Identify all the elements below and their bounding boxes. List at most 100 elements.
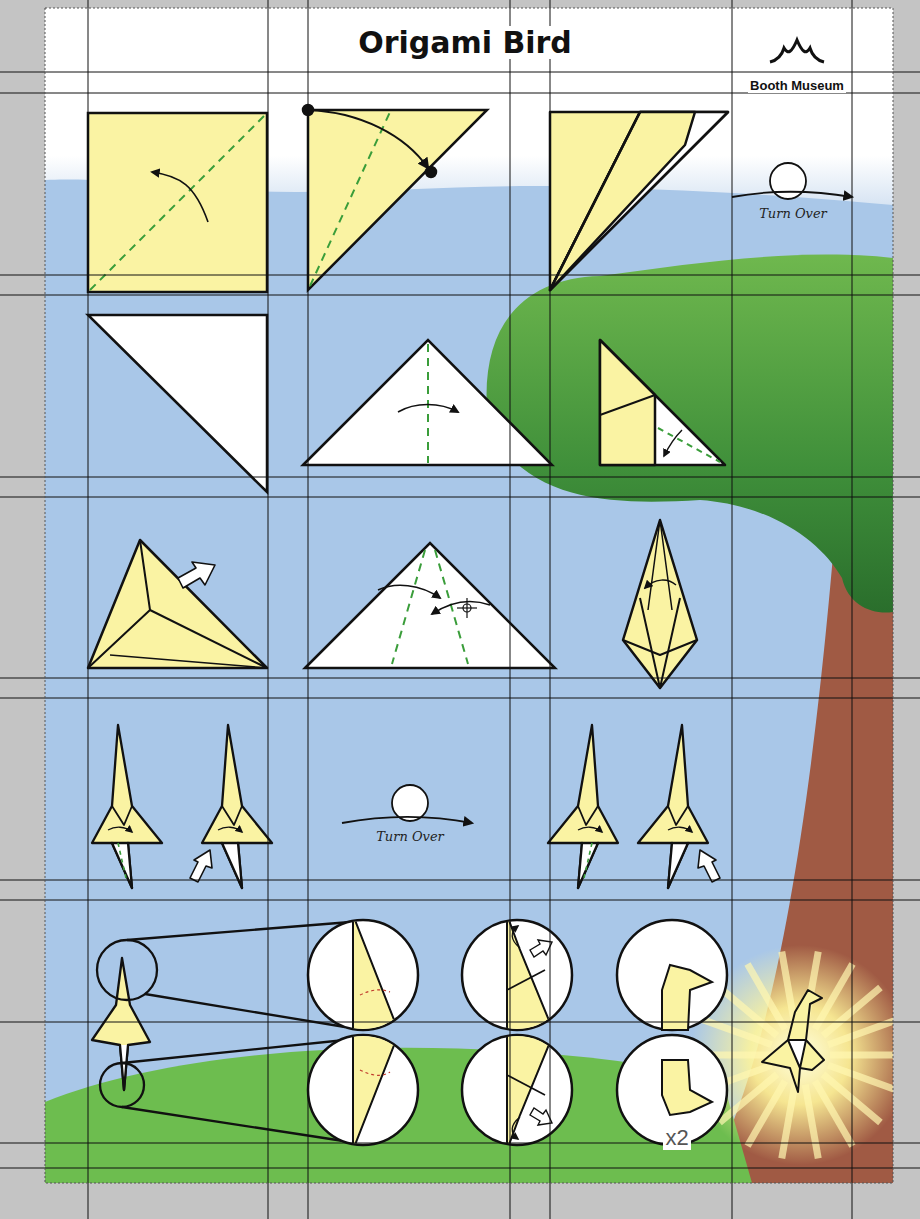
finished-bird-part — [788, 1040, 806, 1068]
step-10-part — [648, 520, 672, 610]
step-2 — [303, 105, 487, 290]
glow-ray — [805, 1085, 818, 1159]
guide-line — [88, 0, 89, 1219]
glow-ray — [815, 1081, 853, 1146]
step-6-part — [398, 405, 458, 413]
step-7 — [600, 340, 725, 465]
museum-name: Booth Museum — [748, 79, 846, 93]
step-11-part — [108, 827, 132, 832]
step-14-part — [668, 843, 688, 888]
step-12-part — [202, 725, 272, 888]
step-8-part — [110, 655, 267, 668]
step-13-part — [578, 827, 602, 832]
step-15-part — [120, 1045, 128, 1090]
glow-ray — [828, 1019, 893, 1045]
step-9-part — [305, 543, 555, 668]
step-13-part — [584, 843, 592, 878]
zoom-circles-part — [353, 1030, 400, 1150]
turn-over-symbol — [342, 785, 472, 823]
guide-line — [550, 0, 551, 1219]
step-14-part — [698, 850, 720, 882]
zoom-circles-part — [507, 1030, 555, 1150]
turn-over-symbol-part — [732, 192, 852, 197]
step-12 — [190, 725, 272, 888]
step-11-part — [112, 843, 132, 888]
zoom-circles-part — [360, 1070, 390, 1075]
turn-over-symbol-part — [342, 817, 472, 823]
zoom-circles-part — [530, 1108, 552, 1125]
finished-bird — [762, 990, 824, 1092]
step-8-part — [88, 540, 267, 668]
turn-over-symbol-part — [392, 785, 428, 821]
page-title: Origami Bird — [354, 26, 576, 59]
zoom-circles-part — [662, 1060, 712, 1115]
step-11-part — [118, 843, 126, 878]
step-6-part — [303, 340, 552, 465]
step-10-part — [645, 580, 676, 588]
zoom-circles-part — [512, 926, 520, 948]
step-13-part — [578, 806, 598, 825]
turn-over-label: Turn Over — [759, 207, 827, 221]
step-10-part — [623, 640, 697, 655]
guide-line — [0, 1143, 920, 1144]
guide-line — [0, 678, 920, 679]
guide-line — [0, 295, 920, 296]
step-5 — [88, 315, 267, 492]
zoom-circles-part — [353, 915, 400, 1035]
step-7-part — [658, 428, 720, 462]
guide-line — [268, 0, 269, 1219]
step-9-part — [432, 602, 490, 614]
guide-line — [0, 1022, 920, 1023]
guide-line — [308, 0, 309, 1219]
step-9-part — [392, 550, 425, 664]
step-1 — [88, 113, 267, 292]
step-3-part — [550, 112, 728, 290]
step-2-part — [308, 110, 428, 168]
zoom-circles-part — [662, 965, 712, 1030]
step-10-part — [640, 598, 680, 688]
step-1-part — [88, 113, 267, 292]
repeat-count: x2 — [663, 1126, 690, 1150]
step-14 — [638, 725, 720, 888]
tree-canopy — [487, 255, 893, 613]
step-8-part — [178, 562, 215, 588]
step-11 — [92, 725, 162, 888]
step-2-part — [426, 167, 436, 177]
step-9 — [305, 543, 555, 668]
step-12-part — [218, 827, 242, 832]
step-9-part — [378, 585, 440, 598]
zoom-circles-part — [507, 1075, 545, 1095]
step-15-part — [97, 940, 157, 1000]
zoom-circles-part — [530, 940, 552, 957]
glow-ray — [782, 1085, 795, 1159]
step-8 — [88, 540, 267, 668]
step-10 — [623, 520, 697, 688]
step-11-part — [92, 725, 162, 888]
guide-line — [732, 0, 733, 1219]
step-14-part — [668, 806, 688, 825]
step-13-part — [578, 843, 598, 888]
guide-line — [0, 1168, 920, 1169]
glow-ray — [830, 1052, 893, 1059]
step-2-part — [308, 110, 487, 290]
step-9-part-part — [457, 607, 477, 608]
background — [45, 8, 893, 1183]
step-7-part — [600, 340, 655, 465]
step-15-part — [122, 1040, 345, 1063]
step-15-part — [100, 1063, 144, 1107]
page-frame — [45, 8, 893, 1183]
step-15-part — [92, 958, 150, 1090]
guide-line — [0, 477, 920, 478]
finished-bird-part — [762, 990, 824, 1092]
step-8-part — [88, 540, 150, 668]
zoom-circles-part — [512, 1117, 520, 1139]
step-9-part — [457, 598, 477, 618]
guide-line — [852, 0, 853, 1219]
step-6-part — [427, 344, 429, 463]
glow-ray — [748, 964, 786, 1029]
museum-logo-part — [770, 40, 824, 62]
guide-line — [510, 0, 511, 1219]
step-12-part — [222, 806, 242, 825]
